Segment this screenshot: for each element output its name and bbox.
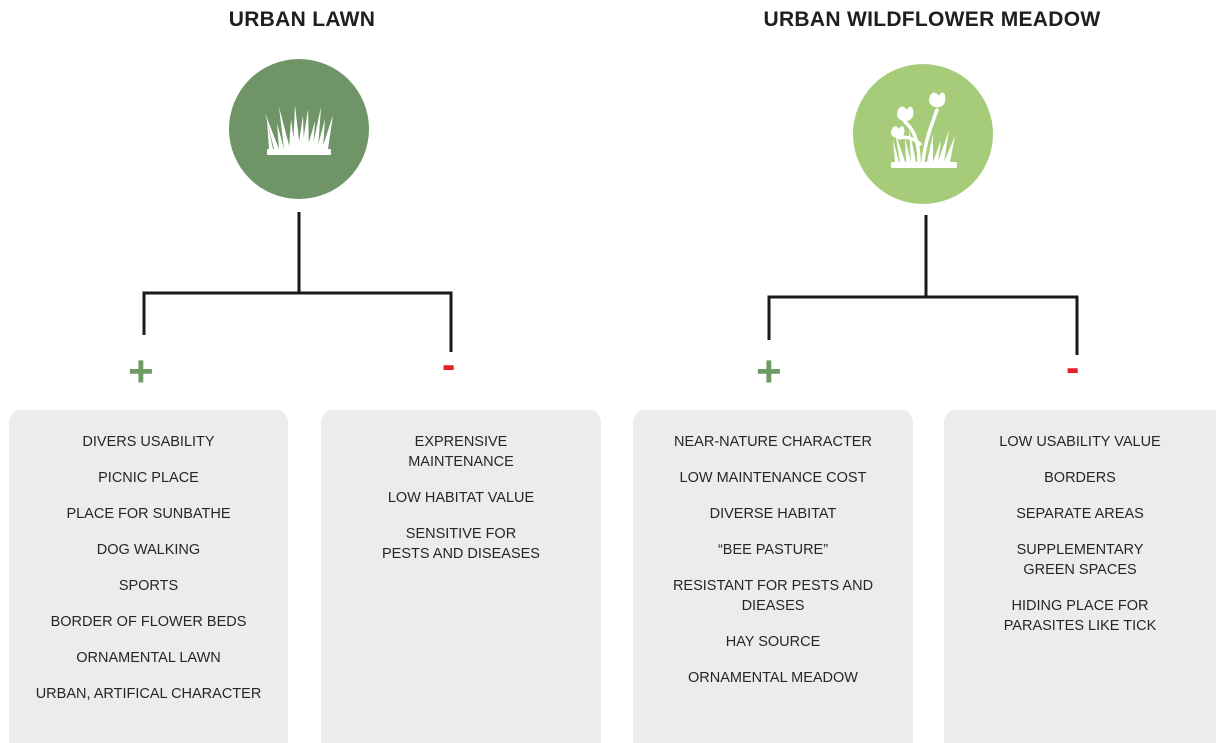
meadow-icon-circle <box>853 64 993 204</box>
list-item: BORDERS <box>1044 470 1116 486</box>
meadow-cons-list: LOW USABILITY VALUE BORDERS SEPARATE ARE… <box>944 432 1216 636</box>
list-item: EXPRENSIVE MAINTENANCE <box>408 434 514 470</box>
list-item: DIVERSE HABITAT <box>709 506 837 522</box>
list-item: HIDING PLACE FOR PARASITES LIKE TICK <box>1003 598 1157 634</box>
meadow-title: URBAN WILDFLOWER MEADOW <box>763 8 1101 31</box>
list-item: ORNAMENTAL LAWN <box>76 650 221 666</box>
list-item: SEPARATE AREAS <box>1016 506 1144 522</box>
list-item: PICNIC PLACE <box>98 470 199 486</box>
lawn-icon-circle <box>229 59 369 199</box>
list-item: DIVERS USABILITY <box>82 434 215 450</box>
list-item: LOW MAINTENANCE COST <box>679 470 867 486</box>
list-item: BORDER OF FLOWER BEDS <box>50 614 247 630</box>
list-item: LOW HABITAT VALUE <box>387 490 535 506</box>
lawn-pros-list: DIVERS USABILITY PICNIC PLACE PLACE FOR … <box>9 432 288 704</box>
lawn-plus-sign: + <box>128 347 154 396</box>
list-item: SPORTS <box>118 578 179 594</box>
list-item: SENSITIVE FOR PESTS AND DISEASES <box>382 526 540 562</box>
lawn-title: URBAN LAWN <box>228 8 376 31</box>
list-item: PLACE FOR SUNBATHE <box>66 506 231 522</box>
list-item: RESISTANT FOR PESTS AND DIEASES <box>672 578 874 614</box>
meadow-cons-box: LOW USABILITY VALUE BORDERS SEPARATE ARE… <box>944 410 1216 743</box>
list-item: DOG WALKING <box>96 542 201 558</box>
meadow-plus-sign: + <box>756 347 782 396</box>
lawn-cons-box: EXPRENSIVE MAINTENANCE LOW HABITAT VALUE… <box>321 410 601 743</box>
list-item: “BEE PASTURE” <box>717 542 829 558</box>
meadow-pros-box: NEAR-NATURE CHARACTER LOW MAINTENANCE CO… <box>633 410 913 743</box>
list-item: URBAN, ARTIFICAL CHARACTER <box>35 686 262 702</box>
meadow-pros-list: NEAR-NATURE CHARACTER LOW MAINTENANCE CO… <box>633 432 913 688</box>
list-item: SUPPLEMENTARY GREEN SPACES <box>1016 542 1144 578</box>
lawn-cons-list: EXPRENSIVE MAINTENANCE LOW HABITAT VALUE… <box>321 432 601 564</box>
meadow-minus-sign: - <box>1066 346 1080 390</box>
grass-icon <box>265 105 333 155</box>
wildflower-icon <box>891 92 957 168</box>
list-item: ORNAMENTAL MEADOW <box>688 670 858 686</box>
list-item: NEAR-NATURE CHARACTER <box>674 434 872 450</box>
lawn-minus-sign: - <box>442 343 456 387</box>
list-item: LOW USABILITY VALUE <box>999 434 1161 450</box>
lawn-pros-box: DIVERS USABILITY PICNIC PLACE PLACE FOR … <box>9 410 288 743</box>
list-item: HAY SOURCE <box>725 634 821 650</box>
